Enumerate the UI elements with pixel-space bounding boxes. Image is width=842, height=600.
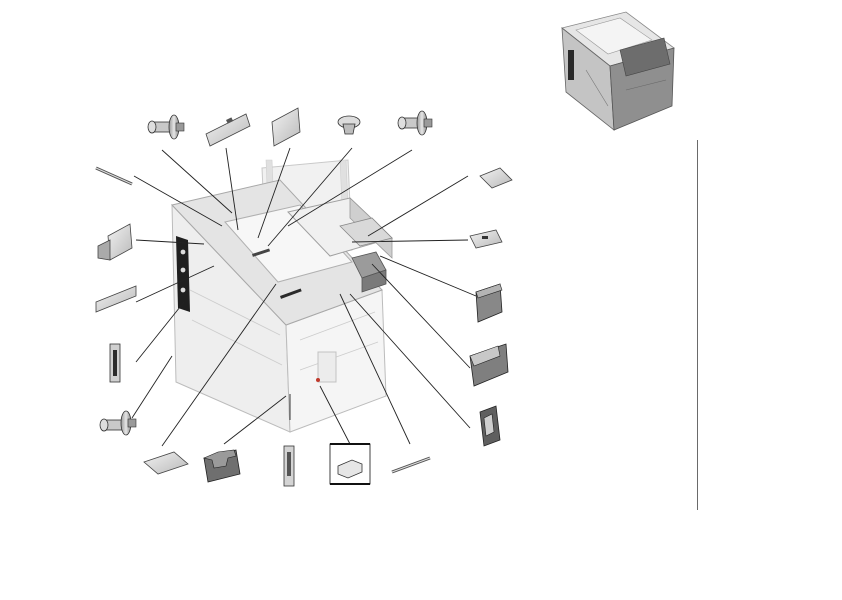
part-thumbscrew-3 [99, 410, 137, 436]
part-corner-cover [479, 405, 501, 447]
part-side-cover-large [469, 343, 509, 387]
part-post [283, 445, 295, 487]
part-thumbscrew-2 [397, 110, 433, 136]
vertical-divider [697, 140, 698, 510]
part-knob [337, 115, 361, 135]
part-latch [469, 229, 503, 249]
part-thumbscrew-1 [147, 114, 185, 140]
part-rod-1 [95, 166, 133, 186]
part-bracket-plate [205, 113, 251, 147]
part-rod-2 [391, 456, 431, 474]
part-u-block [203, 449, 241, 483]
part-side-cover-small [475, 283, 503, 323]
part-hinge-left [109, 343, 121, 383]
assembled-view-thumbnail [556, 10, 680, 136]
part-flat-bracket [143, 451, 189, 475]
part-clip-top [479, 167, 513, 189]
printer-chassis [171, 159, 393, 433]
part-connector-boxed [329, 443, 371, 485]
part-long-plate [95, 285, 137, 313]
part-side-bracket [97, 223, 133, 261]
part-panel-cover [271, 107, 301, 147]
leader-lines [131, 147, 477, 447]
